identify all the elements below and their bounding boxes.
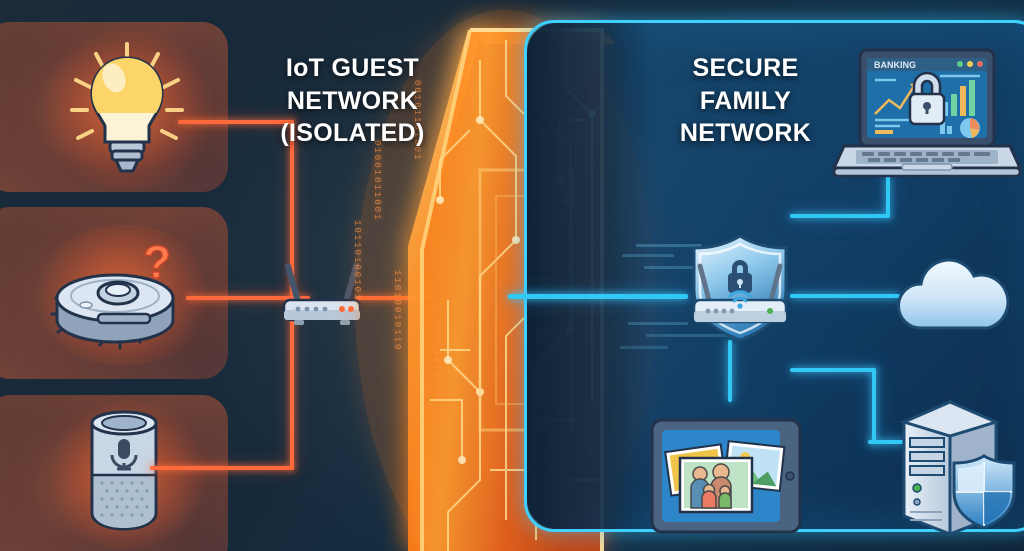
home-server-icon: [890, 392, 1024, 540]
iot-zone-label: IoT GUEST NETWORK (ISOLATED): [280, 54, 425, 147]
packet-row: [636, 244, 702, 247]
wire-bulb-horizontal: [178, 120, 294, 124]
server-shield-badge: [952, 454, 1016, 530]
wire-router-to-cloud: [790, 294, 900, 298]
secure-router-icon: [684, 232, 796, 344]
wire-router-to-tablet-v: [728, 340, 732, 402]
banking-laptop-icon: BANKING: [831, 42, 1023, 190]
microphone-glyph: [110, 439, 138, 471]
secure-zone-left-fade: [527, 23, 653, 529]
window-dots: [957, 61, 983, 67]
wire-speaker-horizontal: [150, 466, 294, 470]
packet-row: [622, 254, 674, 257]
wire-router-to-laptop-h: [790, 214, 890, 218]
packet-row: [620, 346, 668, 349]
wire-router-to-server-v: [872, 368, 876, 444]
family-photo-tablet-icon: [650, 412, 810, 537]
laptop-screen-title: BANKING: [874, 60, 916, 70]
smart-light-bulb-icon: [62, 38, 192, 178]
iot-router-icon: [278, 256, 366, 332]
packet-row: [644, 266, 718, 269]
wifi-glyph: [728, 290, 752, 303]
wire-server-stub: [868, 440, 904, 444]
secure-zone-label: SECURE FAMILY NETWORK: [679, 54, 812, 147]
wire-vacuum-horizontal: [186, 296, 298, 300]
family-figures: [690, 463, 732, 509]
wire-bulb-vertical: [290, 120, 294, 296]
vacuum-question-badge: ?: [142, 235, 172, 289]
packet-row: [628, 322, 688, 325]
packet-row: [646, 334, 728, 337]
wire-speaker-vertical: [290, 300, 294, 470]
cloud-storage-icon: [896, 256, 1012, 340]
padlock-glyph: [728, 260, 752, 293]
laptop-lock-glyph: [908, 71, 946, 126]
wire-router-to-laptop-v: [886, 176, 890, 218]
wire-router-to-server-h: [790, 368, 876, 372]
svg-text:?: ?: [143, 236, 171, 288]
blocked-traffic-beam: [508, 294, 688, 299]
robot-vacuum-icon: ?: [40, 235, 190, 358]
smart-speaker-icon: [78, 405, 170, 535]
